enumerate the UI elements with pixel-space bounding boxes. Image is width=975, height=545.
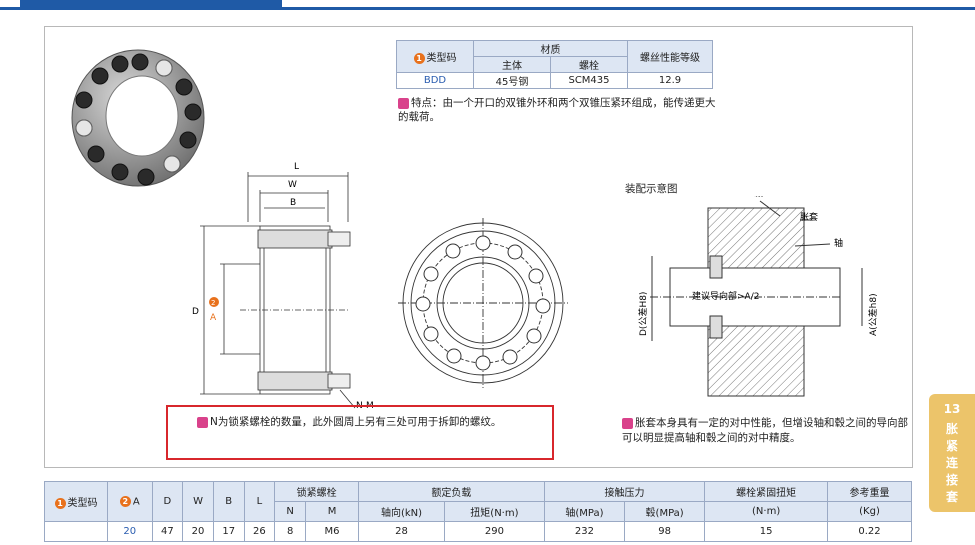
dim-D: D [192,307,199,317]
chapter-number: 13 [943,402,961,416]
number-badge-2 [209,297,219,307]
number-badge-1: 1 [413,52,425,64]
note-bolt-count: N为锁紧螺栓的数量，此外圆周上另有三处可用于拆卸的螺纹。 [197,414,501,429]
col-B: B [212,481,245,522]
front-view-drawing [398,218,568,388]
type-value: BDD [396,72,474,89]
dim-W: W [288,180,297,190]
grade-value: 12.9 [627,72,713,89]
col-axial: 轴向(kN) [358,501,445,522]
side-section-drawing: L W B D 2 A N-M [192,162,374,410]
label-guide: 建议导向部>A/2 [692,290,759,302]
col-D: D [151,481,184,522]
col-N: N [274,501,307,522]
product-photo [71,49,205,187]
assembly-drawing: 毂 胀套 轴 建议导向部>A/2 D(公差H8) A(公差h8) [637,196,879,397]
col-tighten-unit: (N·m) [704,501,829,522]
dim-B: B [290,198,296,208]
col-bolt: 锁紧螺栓 [274,481,360,502]
bolt-header: 螺栓 [550,56,628,73]
table-row: 20 47 20 17 26 8 M6 28 290 232 98 15 0.2… [44,521,912,542]
col-load: 额定负载 [358,481,545,502]
feature-text: 特点：由一个开口的双锥外环和两个双锥压紧环组成，能传递更大的载荷。 [398,97,716,123]
material-header: 材质 [473,40,628,57]
label-a-tolerance: A(公差h8) [867,293,879,336]
note-tag-icon [197,416,208,428]
dim-A: A [210,313,217,323]
label-shaft: 轴 [834,237,843,249]
col-hub-pressure: 毂(MPa) [624,501,706,522]
col-weight: 参考重量 [827,481,912,502]
col-shaft-pressure: 轴(MPa) [543,501,626,522]
svg-text:2: 2 [211,299,215,307]
col-W: W [182,481,214,522]
col-M: M [305,501,360,522]
top-title-tab [20,0,282,8]
label-d-tolerance: D(公差H8) [637,292,649,336]
col-weight-unit: (Kg) [827,501,912,522]
col-tighten: 螺栓紧固扭矩 [704,481,829,502]
top-header-bar [0,0,975,8]
chapter-tab[interactable]: 13 胀 紧 连 接 套 [929,394,975,512]
highlight-box [166,405,554,460]
label-hub: 毂 [754,196,763,199]
note-tag-icon [622,417,633,429]
feature-tag-icon [398,97,409,109]
col-L: L [243,481,276,522]
label-sleeve: 胀套 [800,211,818,223]
grade-header: 螺丝性能等级 [627,40,713,73]
header-rule [0,7,975,10]
bolt-value: SCM435 [550,72,628,89]
col-torque: 扭矩(N·m) [443,501,545,522]
body-header: 主体 [473,56,551,73]
body-value: 45号钢 [473,72,551,89]
note-centering: 胀套本身具有一定的对中性能，但增设轴和毂之间的导向部可以明显提高轴和毂之间的对中… [622,417,908,444]
dim-L: L [294,162,299,172]
col-pressure: 接触压力 [543,481,706,502]
assembly-title: 装配示意图 [625,183,678,195]
